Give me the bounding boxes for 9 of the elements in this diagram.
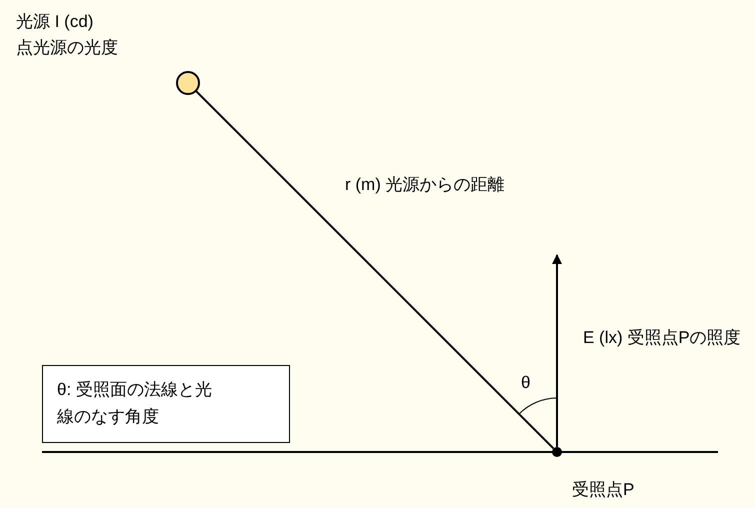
node-label: 光源 I (cd) bbox=[16, 11, 94, 33]
text-box: θ: 受照面の法線と光線のなす角度 bbox=[42, 365, 290, 443]
line bbox=[195, 90, 554, 450]
arrow bbox=[552, 254, 562, 447]
angle-label: θ bbox=[521, 372, 530, 394]
light-source-circle bbox=[176, 71, 200, 95]
node-label: 点光源の光度 bbox=[16, 37, 118, 59]
point-dot bbox=[551, 446, 563, 458]
node-label: 受照点P bbox=[572, 479, 634, 501]
